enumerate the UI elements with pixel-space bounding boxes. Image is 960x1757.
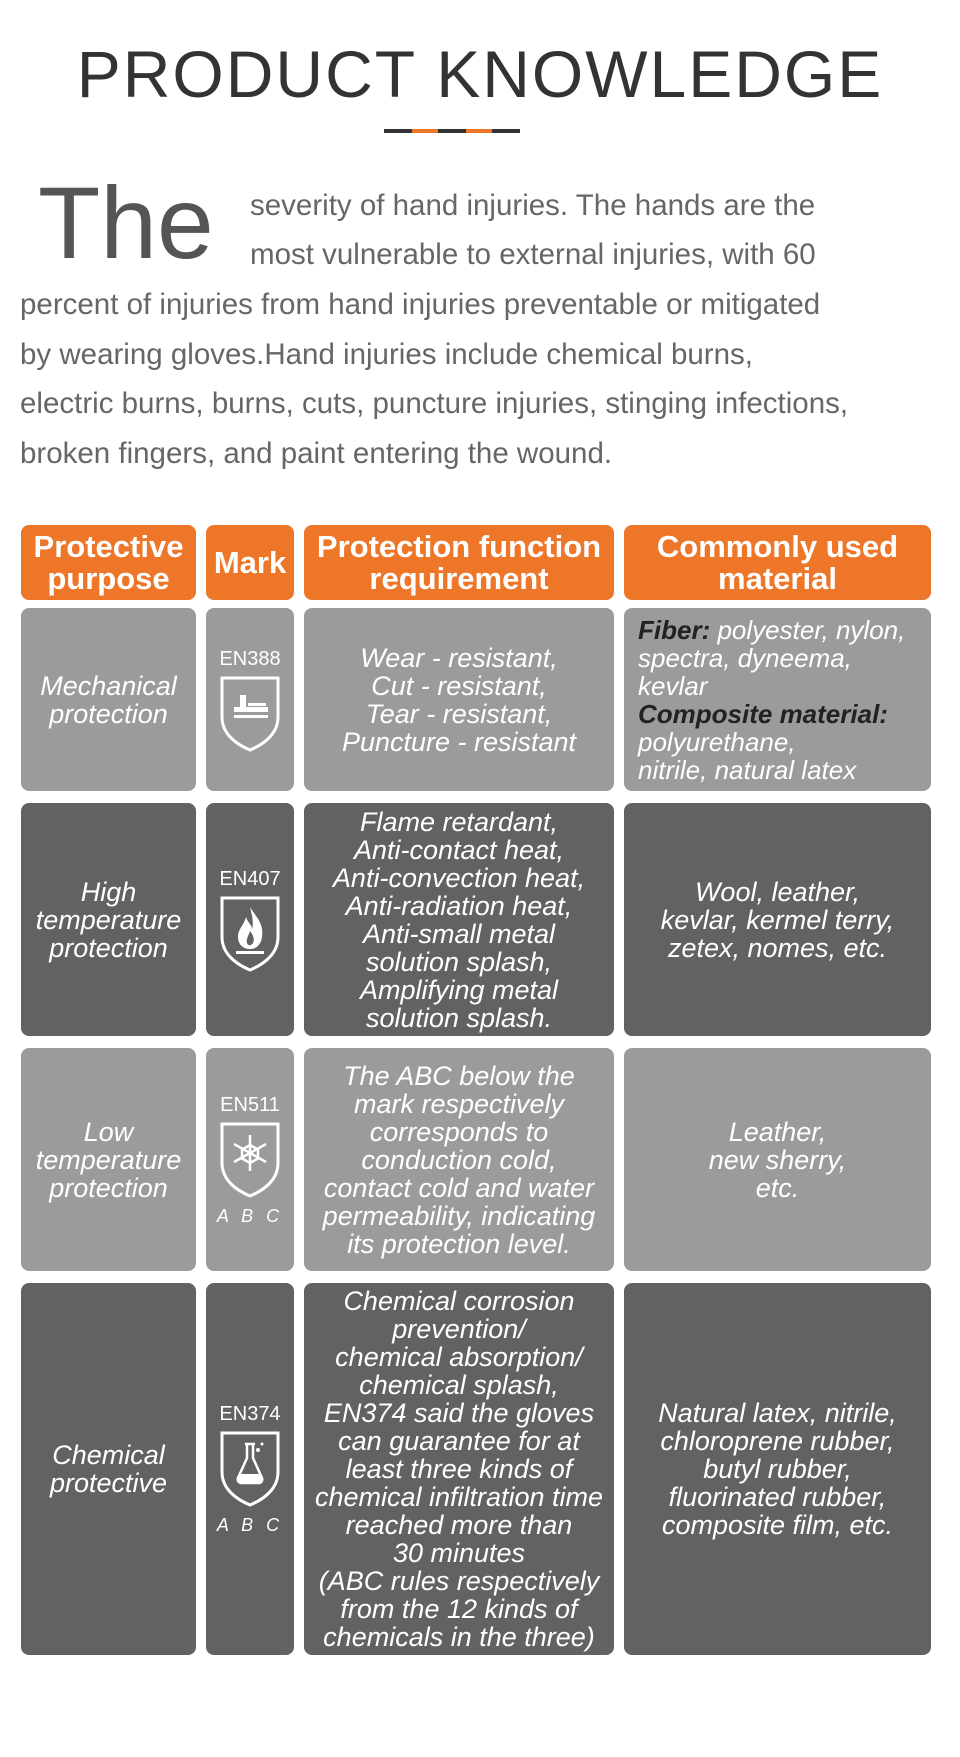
- intro-line: percent of injuries from hand injuries p…: [20, 288, 821, 321]
- divider-segment: [438, 129, 466, 133]
- purpose-text: Chemical protective: [49, 1440, 168, 1498]
- intro-line: broken fingers, and paint entering the w…: [20, 437, 613, 470]
- material-text: Natural latex, nitrile, chloroprene rubb…: [658, 1398, 897, 1540]
- function-cell: Wear - resistant, Cut - resistant, Tear …: [304, 608, 614, 791]
- mark-levels: A B C: [216, 1515, 284, 1535]
- intro-line: severity of hand injuries. The hands are…: [250, 189, 816, 222]
- divider-segment: [466, 129, 492, 133]
- composite-value: polyurethane, nitrile, natural latex: [638, 726, 857, 785]
- mark-cell: EN374 A B C: [206, 1283, 294, 1655]
- mark-code: EN407: [219, 867, 281, 890]
- intro-line: electric burns, burns, cuts, puncture in…: [20, 387, 849, 420]
- snowflake-shield-icon: [220, 1122, 280, 1198]
- purpose-cell: High temperature protection: [21, 803, 196, 1036]
- header-label: Protective purpose: [33, 528, 184, 596]
- fiber-label: Fiber:: [638, 614, 711, 645]
- mechanical-shield-icon: [220, 676, 280, 752]
- divider-segment: [492, 129, 520, 133]
- divider-segment: [384, 129, 412, 133]
- mark-levels: A B C: [216, 1205, 284, 1226]
- purpose-text: Low temperature protection: [35, 1116, 182, 1203]
- intro-line: most vulnerable to external injuries, wi…: [250, 238, 816, 271]
- header-label: Protection function requirement: [316, 528, 602, 596]
- function-cell: Chemical corrosion prevention/ chemical …: [304, 1283, 614, 1655]
- mark-cell: EN511 A B C: [206, 1048, 294, 1271]
- fiber-value: polyester, nylon, spectra, dyneema, kevl…: [638, 614, 906, 701]
- function-text: Flame retardant, Anti-contact heat, Anti…: [332, 806, 586, 1033]
- purpose-cell: Mechanical protection: [21, 608, 196, 791]
- header-protective-purpose: Protective purpose: [21, 525, 196, 600]
- material-cell: Wool, leather, kevlar, kermel terry, zet…: [624, 803, 931, 1036]
- mark-badge: EN374 A B C: [217, 1402, 283, 1536]
- mark-cell: EN388: [206, 608, 294, 791]
- page-title: PRODUCT KNOWLEDGE: [76, 37, 884, 111]
- purpose-text: High temperature protection: [35, 876, 182, 963]
- flame-shield-icon: [220, 896, 280, 972]
- mark-code: EN374: [219, 1403, 281, 1425]
- mark-badge: EN407: [218, 867, 282, 973]
- mark-code: EN511: [220, 1093, 280, 1116]
- intro-line: by wearing gloves.Hand injuries include …: [20, 338, 753, 371]
- material-text: Fiber: polyester, nylon, spectra, dyneem…: [638, 614, 906, 785]
- mark-code: EN388: [219, 647, 281, 670]
- material-text: Wool, leather, kevlar, kermel terry, zet…: [660, 876, 895, 963]
- composite-label: Composite material:: [638, 698, 888, 729]
- header-label: Mark: [213, 544, 287, 580]
- header-protection-function: Protection function requirement: [304, 525, 614, 600]
- flask-shield-icon: [220, 1431, 280, 1507]
- purpose-text: Mechanical protection: [40, 670, 177, 729]
- mark-badge: EN388: [218, 647, 282, 753]
- mark-cell: EN407: [206, 803, 294, 1036]
- function-text: Wear - resistant, Cut - resistant, Tear …: [341, 642, 577, 757]
- material-cell: Leather, new sherry, etc.: [624, 1048, 931, 1271]
- function-text: The ABC below the mark respectively corr…: [322, 1060, 596, 1259]
- purpose-cell: Chemical protective: [21, 1283, 196, 1655]
- purpose-cell: Low temperature protection: [21, 1048, 196, 1271]
- material-cell: Fiber: polyester, nylon, spectra, dyneem…: [624, 608, 931, 791]
- header-material: Commonly used material: [624, 525, 931, 600]
- function-cell: Flame retardant, Anti-contact heat, Anti…: [304, 803, 614, 1036]
- material-cell: Natural latex, nitrile, chloroprene rubb…: [624, 1283, 931, 1655]
- function-text: Chemical corrosion prevention/ chemical …: [314, 1286, 604, 1652]
- header-mark: Mark: [206, 525, 294, 600]
- mark-badge: EN511 A B C: [217, 1093, 283, 1227]
- divider-segment: [412, 129, 438, 133]
- material-text: Leather, new sherry, etc.: [708, 1116, 847, 1203]
- intro-drop-word: The: [38, 166, 214, 280]
- header-label: Commonly used material: [656, 528, 899, 596]
- function-cell: The ABC below the mark respectively corr…: [304, 1048, 614, 1271]
